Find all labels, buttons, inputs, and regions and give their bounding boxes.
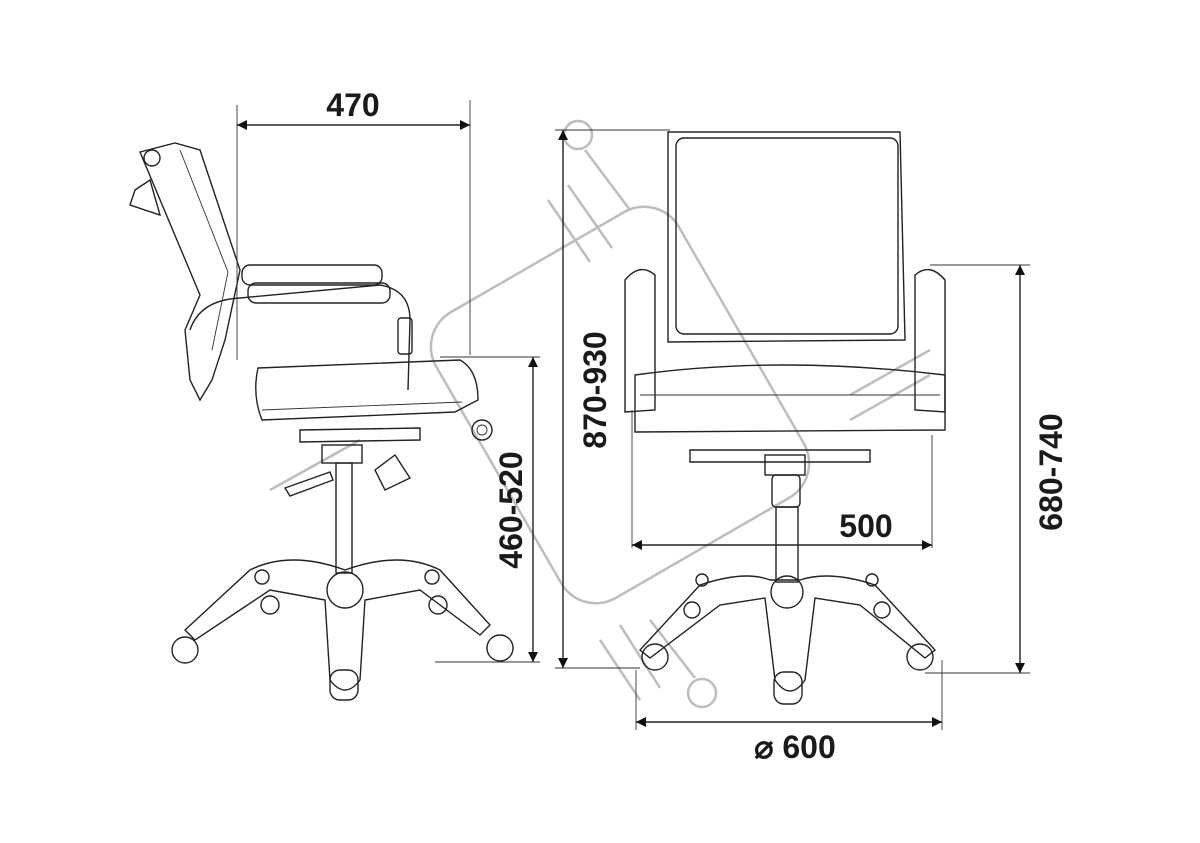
total-height-label: 870-930 xyxy=(577,331,613,448)
armrest-height-label: 680-740 xyxy=(1033,413,1069,530)
depth-label: 470 xyxy=(326,87,379,123)
dimension-arrows xyxy=(237,120,1025,727)
side-view-chair xyxy=(129,142,514,701)
base-diameter-label: ⌀ 600 xyxy=(754,729,836,765)
seat-width-label: 500 xyxy=(839,508,892,544)
extension-lines xyxy=(236,100,1030,730)
front-view-chair xyxy=(624,131,946,705)
seat-height-label: 460-520 xyxy=(493,451,529,568)
